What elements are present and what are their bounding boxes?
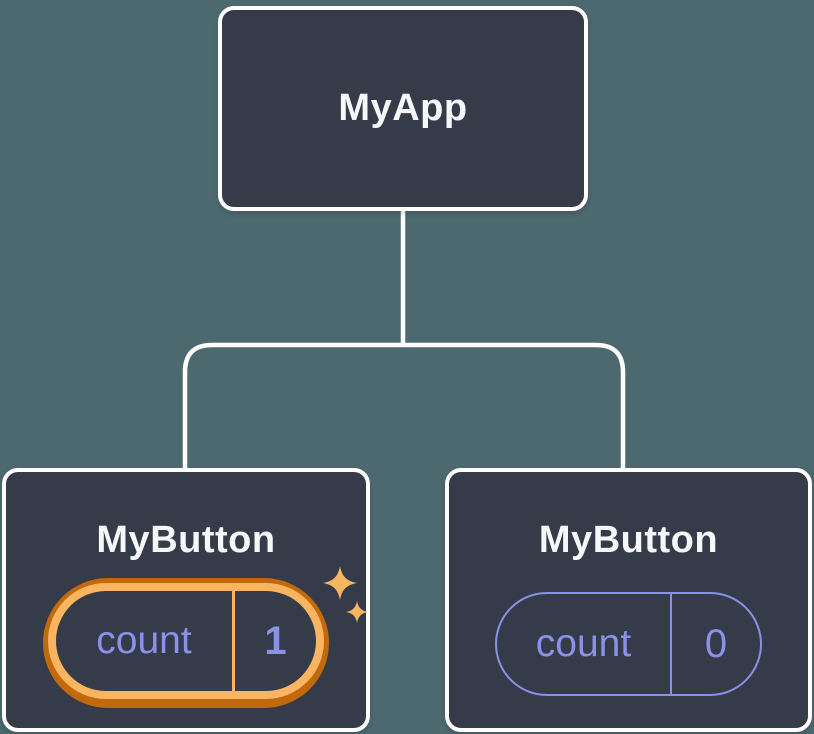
component-label: MyButton [96, 519, 276, 561]
state-pill-highlight-ring: count 1 [43, 578, 329, 708]
state-pill: count 1 [56, 591, 316, 691]
component-label: MyApp [338, 87, 468, 129]
state-value: 1 [264, 618, 287, 663]
component-label: MyButton [538, 519, 719, 561]
sparkle-icon [323, 566, 357, 600]
state-pill: count 0 [495, 592, 762, 696]
state-value-cell: 1 [232, 591, 316, 691]
component-node-mybutton-left: MyButton count 1 [2, 468, 370, 732]
component-node-mybutton-right: MyButton count 0 [445, 468, 812, 732]
component-node-myapp: MyApp [218, 6, 588, 211]
state-name-cell: count [497, 594, 670, 694]
state-value-cell: 0 [670, 594, 760, 694]
state-name-cell: count [56, 591, 232, 691]
state-pill-highlight-band: count 1 [48, 583, 324, 699]
state-name: count [96, 619, 192, 662]
state-value: 0 [704, 621, 728, 666]
sparkle-icon [346, 601, 368, 623]
state-name: count [535, 622, 632, 665]
